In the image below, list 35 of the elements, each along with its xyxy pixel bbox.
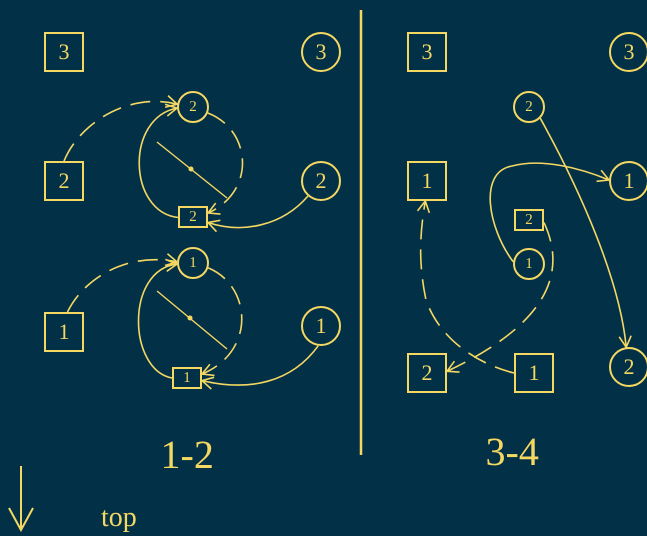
figure-label: 1-2	[160, 435, 214, 475]
numbered-square: 3	[44, 32, 84, 72]
numbered-circle: 2	[177, 91, 209, 123]
direction-label: top	[101, 504, 137, 532]
numbered-circle: 1	[609, 161, 647, 201]
numbered-square: 1	[514, 353, 554, 393]
numbered-square: 1	[44, 312, 84, 352]
dashed-arrow	[63, 96, 178, 162]
dashed-arrow	[446, 222, 554, 372]
dashed-arrow	[66, 254, 178, 312]
numbered-circle: 1	[513, 248, 545, 280]
numbered-circle: 3	[301, 32, 341, 72]
numbered-square: 1	[407, 161, 447, 201]
arrow	[490, 162, 610, 262]
numbered-square: 2	[44, 161, 84, 201]
numbered-circle: 1	[177, 247, 209, 279]
dashed-arrow	[201, 267, 243, 376]
arrow	[138, 105, 178, 218]
numbered-circle: 2	[609, 347, 647, 387]
numbered-square: 2	[178, 206, 208, 228]
numbered-square: 2	[514, 209, 544, 231]
numbered-circle: 1	[301, 306, 341, 346]
numbered-circle: 3	[609, 32, 647, 72]
arrow	[201, 345, 319, 390]
numbered-square: 3	[407, 32, 447, 72]
arrow	[540, 118, 632, 348]
dashed-arrow	[207, 112, 244, 214]
arrow	[138, 260, 178, 379]
dashed-arrow	[416, 200, 514, 374]
numbered-circle: 2	[513, 91, 545, 123]
numbered-square: 1	[172, 367, 202, 389]
arrow	[207, 196, 308, 232]
numbered-circle: 2	[301, 161, 341, 201]
figure-label: 3-4	[486, 432, 539, 472]
numbered-square: 2	[407, 353, 447, 393]
